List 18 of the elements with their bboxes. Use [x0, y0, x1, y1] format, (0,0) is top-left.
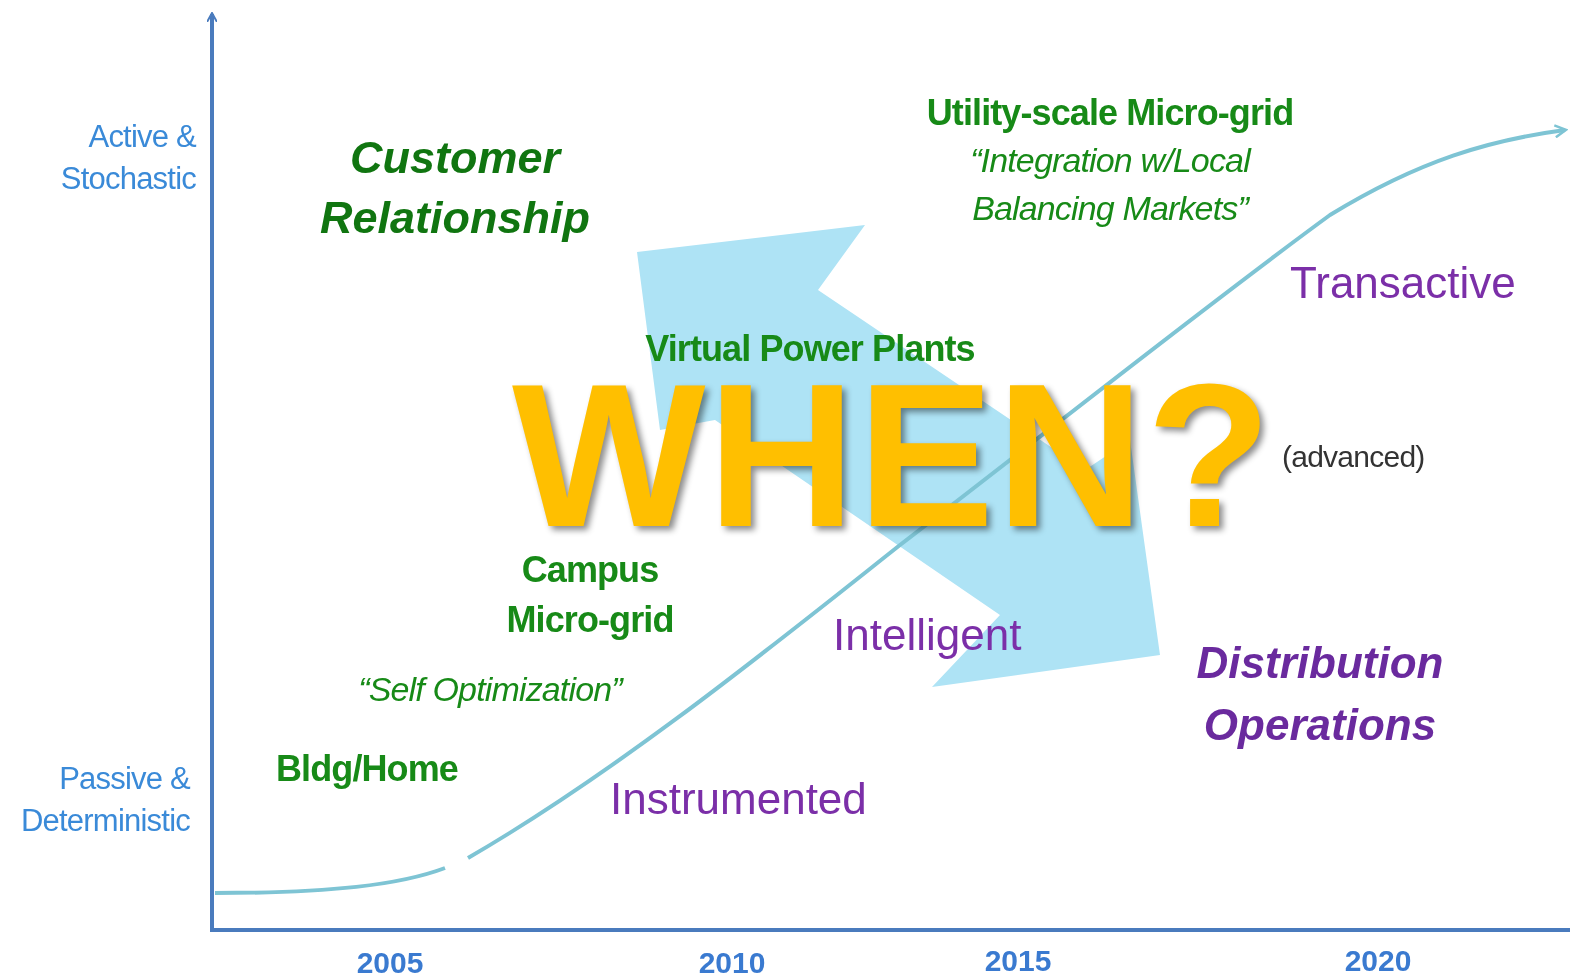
- area-heading: Customer Relationship: [319, 131, 591, 245]
- stage-label: Intelligent: [833, 609, 1023, 661]
- year-tick-label: 2020: [1343, 943, 1413, 978]
- category-subtitle: “Integration w/Local Balancing Markets”: [969, 140, 1253, 229]
- year-tick-label: 2015: [983, 943, 1053, 978]
- axis-label: Active & Stochastic: [59, 118, 196, 198]
- category-heading: Bldg/Home: [276, 747, 459, 791]
- category-heading: Campus Micro-grid: [505, 548, 675, 642]
- category-subtitle: “Self Optimization”: [357, 669, 625, 710]
- stage-label: Transactive: [1290, 257, 1517, 309]
- stage-label: Instrumented: [610, 773, 868, 825]
- category-heading: Virtual Power Plants: [644, 327, 976, 371]
- axis-label: Passive & Deterministic: [19, 760, 190, 840]
- year-tick-label: 2010: [697, 945, 767, 978]
- area-heading: Distribution Operations: [1195, 637, 1445, 751]
- stage-note: (advanced): [1282, 439, 1426, 475]
- year-tick-label: 2005: [355, 945, 425, 978]
- category-heading: Utility-scale Micro-grid: [925, 91, 1295, 135]
